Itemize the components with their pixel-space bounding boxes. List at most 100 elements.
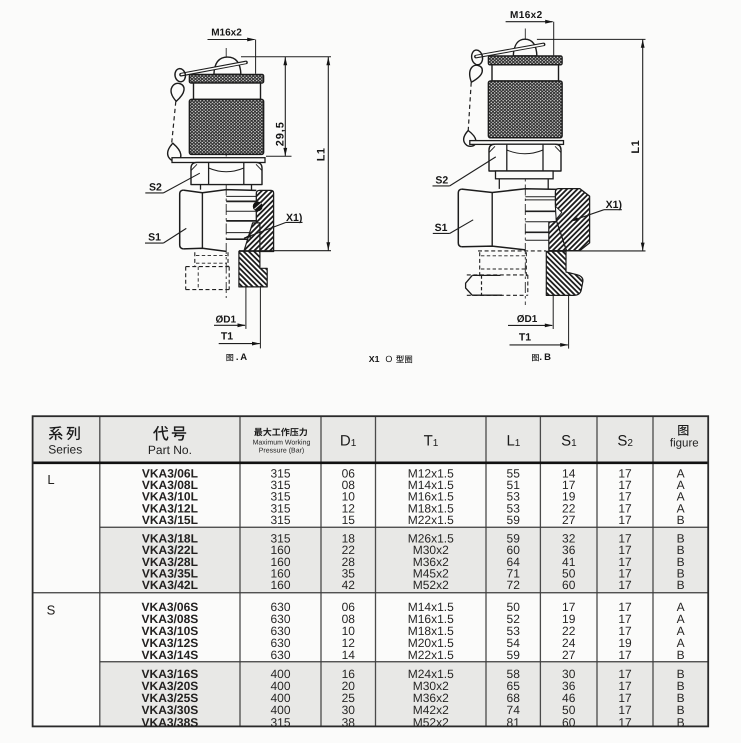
- svg-text:55: 55: [507, 467, 521, 481]
- svg-text:A: A: [677, 636, 685, 650]
- svg-text:30: 30: [562, 667, 576, 681]
- svg-text:B: B: [677, 578, 685, 592]
- svg-text:A: A: [677, 501, 685, 515]
- svg-text:. B: . B: [539, 352, 551, 363]
- svg-text:19: 19: [618, 636, 632, 650]
- svg-text:52: 52: [507, 612, 521, 626]
- svg-text:VKA3/06S: VKA3/06S: [142, 600, 199, 614]
- svg-text:630: 630: [270, 624, 290, 638]
- svg-text:81: 81: [507, 715, 521, 729]
- svg-text:M36x2: M36x2: [413, 691, 449, 705]
- svg-text:VKA3/20S: VKA3/20S: [142, 679, 199, 693]
- svg-text:B: B: [677, 715, 685, 729]
- svg-text:46: 46: [562, 691, 576, 705]
- svg-text:VKA3/08S: VKA3/08S: [142, 612, 199, 626]
- svg-text:X1): X1): [606, 199, 622, 211]
- svg-text:ØD1: ØD1: [216, 314, 237, 325]
- svg-text:17: 17: [618, 691, 632, 705]
- svg-text:M24x1.5: M24x1.5: [408, 667, 454, 681]
- svg-text:VKA3/10S: VKA3/10S: [142, 624, 199, 638]
- svg-text:Part No.: Part No.: [148, 443, 192, 457]
- svg-text:Pressure (Bar): Pressure (Bar): [259, 446, 305, 454]
- svg-text:A: A: [677, 467, 685, 481]
- svg-text:315: 315: [270, 478, 290, 492]
- svg-text:VKA3/10L: VKA3/10L: [142, 490, 198, 504]
- svg-text:400: 400: [270, 691, 290, 705]
- svg-text:B: B: [677, 679, 685, 693]
- svg-text:160: 160: [270, 555, 290, 569]
- svg-text:36: 36: [562, 679, 576, 693]
- svg-text:B: B: [677, 648, 685, 662]
- svg-text:400: 400: [270, 667, 290, 681]
- svg-text:630: 630: [270, 636, 290, 650]
- svg-text:58: 58: [507, 667, 521, 681]
- svg-text:160: 160: [270, 543, 290, 557]
- svg-text:M20x1.5: M20x1.5: [408, 636, 454, 650]
- svg-text:S1: S1: [148, 232, 161, 244]
- svg-text:VKA3/30S: VKA3/30S: [142, 703, 199, 717]
- svg-text:17: 17: [562, 600, 576, 614]
- svg-text:30: 30: [342, 703, 356, 717]
- svg-text:VKA3/06L: VKA3/06L: [142, 467, 198, 481]
- svg-text:ØD1: ØD1: [517, 314, 538, 325]
- svg-text:19: 19: [562, 490, 576, 504]
- svg-text:M16x2: M16x2: [211, 28, 242, 39]
- svg-text:10: 10: [342, 490, 356, 504]
- svg-text:08: 08: [342, 478, 356, 492]
- svg-text:A: A: [677, 600, 685, 614]
- svg-text:L1: L1: [630, 140, 642, 154]
- svg-text:16: 16: [342, 667, 356, 681]
- svg-text:M16x1.5: M16x1.5: [408, 490, 454, 504]
- svg-text:32: 32: [562, 532, 576, 546]
- svg-text:17: 17: [618, 467, 632, 481]
- svg-text:64: 64: [507, 555, 521, 569]
- svg-text:B: B: [677, 555, 685, 569]
- svg-text:S2: S2: [435, 175, 448, 187]
- svg-text:35: 35: [342, 566, 356, 580]
- svg-text:VKA3/12S: VKA3/12S: [142, 636, 199, 650]
- svg-text:53: 53: [507, 624, 521, 638]
- svg-text:M30x2: M30x2: [413, 679, 449, 693]
- svg-text:72: 72: [507, 578, 521, 592]
- svg-text:160: 160: [270, 578, 290, 592]
- svg-text:17: 17: [618, 612, 632, 626]
- svg-text:17: 17: [618, 566, 632, 580]
- svg-text:M52x2: M52x2: [413, 578, 449, 592]
- svg-text:68: 68: [507, 691, 521, 705]
- svg-text:06: 06: [342, 600, 356, 614]
- svg-text:10: 10: [342, 624, 356, 638]
- svg-text:315: 315: [270, 715, 290, 729]
- svg-text:VKA3/28L: VKA3/28L: [142, 555, 198, 569]
- svg-text:36: 36: [562, 543, 576, 557]
- svg-text:B: B: [677, 566, 685, 580]
- svg-text:14: 14: [342, 648, 356, 662]
- svg-text:38: 38: [342, 715, 356, 729]
- svg-text:17: 17: [618, 555, 632, 569]
- svg-text:M18x1.5: M18x1.5: [408, 501, 454, 515]
- svg-text:54: 54: [507, 636, 521, 650]
- svg-text:315: 315: [270, 501, 290, 515]
- svg-text:15: 15: [342, 513, 356, 527]
- svg-text:VKA3/25S: VKA3/25S: [142, 691, 199, 705]
- svg-text:400: 400: [270, 679, 290, 693]
- svg-text:VKA3/42L: VKA3/42L: [142, 578, 198, 592]
- svg-text:65: 65: [507, 679, 521, 693]
- svg-text:VKA3/18L: VKA3/18L: [142, 532, 198, 546]
- svg-text:53: 53: [507, 490, 521, 504]
- svg-text:A: A: [677, 478, 685, 492]
- svg-text:41: 41: [562, 555, 576, 569]
- svg-text:17: 17: [618, 679, 632, 693]
- svg-text:Maximum Working: Maximum Working: [253, 439, 311, 447]
- svg-text:M45x2: M45x2: [413, 566, 449, 580]
- svg-text:VKA3/35L: VKA3/35L: [142, 566, 198, 580]
- svg-text:VKA3/08L: VKA3/08L: [142, 478, 198, 492]
- svg-text:28: 28: [342, 555, 356, 569]
- svg-text:60: 60: [507, 543, 521, 557]
- svg-text:17: 17: [618, 501, 632, 515]
- svg-text:VKA3/16S: VKA3/16S: [142, 667, 199, 681]
- svg-text:25: 25: [342, 691, 356, 705]
- svg-text:M22x1.5: M22x1.5: [408, 648, 454, 662]
- svg-text:400: 400: [270, 703, 290, 717]
- svg-text:17: 17: [618, 478, 632, 492]
- svg-text:B: B: [677, 543, 685, 557]
